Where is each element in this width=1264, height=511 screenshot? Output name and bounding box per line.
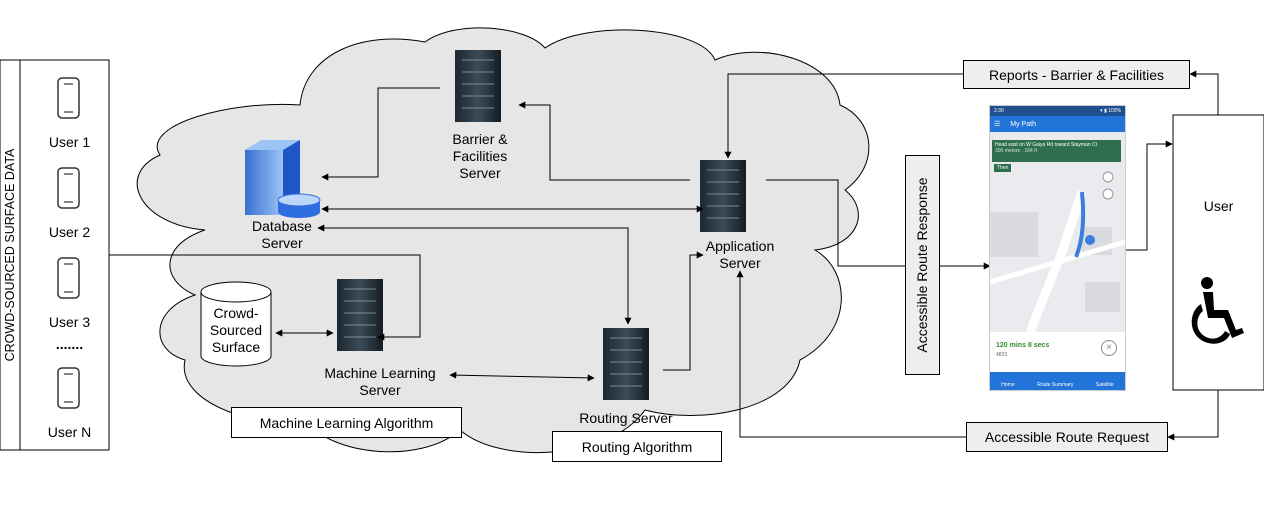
crowd-sourced-surface-data-label: CROWD-SOURCED SURFACE DATA: [3, 148, 17, 362]
user-3-label: User 3: [48, 314, 91, 330]
machine-learning-algorithm-box: Machine Learning Algorithm: [231, 407, 462, 438]
bottom-nav: Home Route Summary Satellite: [990, 372, 1125, 390]
accessible-route-response-label: Accessible Route Response: [914, 177, 930, 353]
status-time: 2:30: [994, 108, 1004, 114]
wheelchair-icon: [1191, 277, 1244, 344]
banner-instruction: Head east on W Gaiya Rd toward Stayman C…: [995, 142, 1097, 148]
reports-barrier-facilities-box: Reports - Barrier & Facilities: [963, 60, 1190, 89]
ellipsis-label: .......: [55, 336, 84, 352]
banner-distance: 300 meters · 164 ft: [995, 148, 1037, 154]
user-label: User: [1203, 198, 1234, 214]
navigation-banner: Head east on W Gaiya Rd toward Stayman C…: [992, 140, 1121, 162]
map-drawing: [990, 171, 1125, 334]
crowd-sourced-datastore: [200, 281, 272, 367]
route-summary-panel: 120 mins 8 secs 4833 ×: [990, 332, 1125, 372]
eta-text: 120 mins 8 secs: [996, 342, 1050, 349]
user-n-label: User N: [47, 424, 92, 440]
distance-text: 4833: [996, 352, 1008, 358]
then-label: Then: [994, 164, 1012, 172]
user-1-label: User 1: [48, 134, 91, 150]
nav-home[interactable]: Home: [1001, 382, 1015, 388]
routing-algorithm-box: Routing Algorithm: [552, 431, 722, 462]
close-icon[interactable]: ×: [1101, 340, 1117, 356]
menu-icon[interactable]: ☰: [994, 121, 1001, 128]
server-rack-icon: [337, 50, 746, 400]
map-view[interactable]: [990, 132, 1125, 334]
accessible-route-response-box: [905, 155, 940, 375]
database-server-icon: [245, 140, 321, 218]
app-title: My Path: [1010, 120, 1036, 128]
accessible-route-request-box: Accessible Route Request: [966, 422, 1168, 452]
phone-screen: 2:30 ▾ ▮ 100% ☰ My Path Head east on W G…: [990, 106, 1125, 390]
routing-server-label: Routing Server: [579, 410, 673, 426]
status-icons: ▾ ▮ 100%: [1100, 108, 1121, 114]
nav-route-summary[interactable]: Route Summary: [1037, 382, 1074, 388]
phone-status-bar: 2:30 ▾ ▮ 100%: [990, 106, 1125, 116]
nav-satellite[interactable]: Satellite: [1095, 382, 1114, 388]
user-2-label: User 2: [48, 224, 91, 240]
phone-app-bar: ☰ My Path: [990, 116, 1125, 132]
